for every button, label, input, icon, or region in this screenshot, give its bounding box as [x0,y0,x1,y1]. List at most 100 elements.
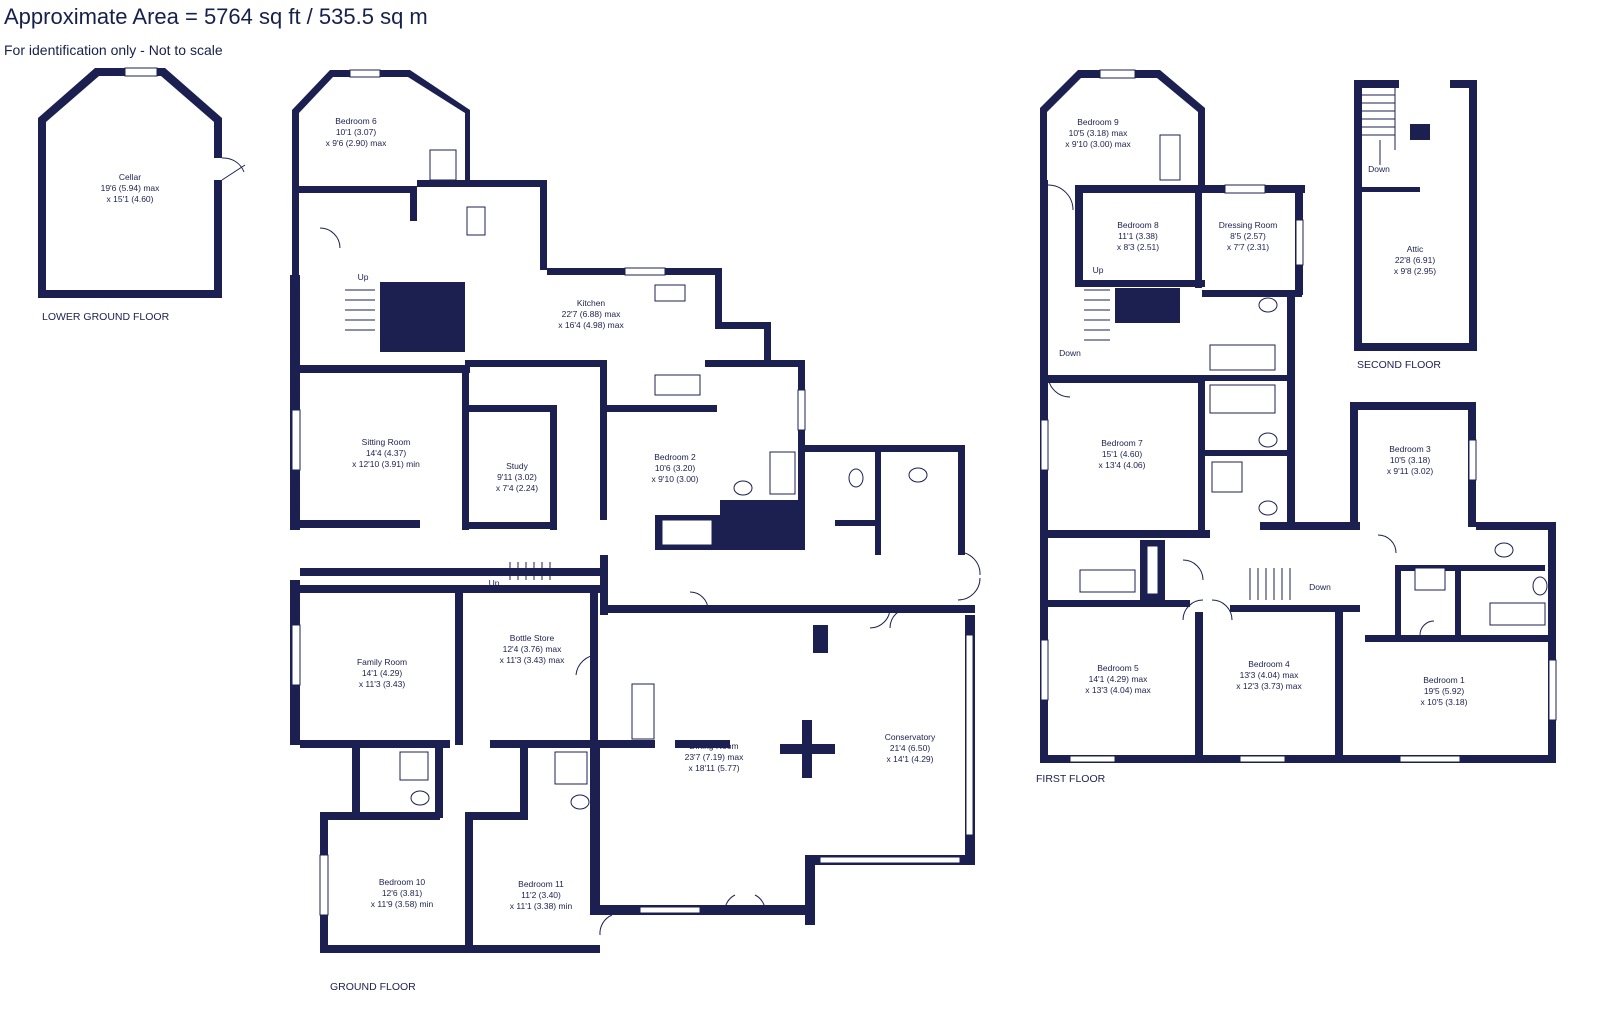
bedroom4-south-window [1239,755,1286,763]
study-bottom-wall [465,522,557,529]
dressing-name: Dressing Room [1219,220,1278,230]
bedroom5-south-window [1069,755,1116,763]
bedroom8-dim1: 11'1 (3.38) [1118,231,1158,241]
bedroom1-name: Bedroom 1 [1423,675,1465,685]
pillar-horizontal [780,744,835,754]
ensuite2-shower [769,451,796,495]
study-east-wall [550,405,557,530]
attic-stairs-down-label: Down [1368,164,1390,174]
bedroom3-window [1468,439,1477,481]
dining-east-step [805,855,815,925]
ensuite2-wc [733,480,753,496]
bedroom5-window [1040,639,1049,701]
bedroom6-dim1: 10'1 (3.07) [336,127,377,137]
bath1-partition-2 [1455,565,1461,635]
ground-stairs-lines [345,289,551,580]
bedroom4-dim2: x 12'3 (3.73) max [1236,681,1302,691]
bedroom11-top-wall [473,812,528,820]
wc2-toilet [908,467,928,483]
dressing-bottom-wall [1202,290,1302,297]
kitchen-dim2: x 16'4 (4.98) max [558,320,624,330]
wardrobe-interior [661,519,713,546]
bedroom3-west-wall [1350,402,1358,530]
sitting-room-top-wall [290,365,470,373]
bedroom11-dim1: 11'2 (3.40) [521,890,561,900]
bath-tub-2 [1209,384,1276,414]
attic-chimney [1410,124,1430,140]
cellar-dim1: 19'6 (5.94) max [101,183,161,193]
bedroom10-window [319,854,329,916]
bedroom7-top-wall [1040,375,1205,383]
bedroom1-top-wall [1365,635,1555,642]
bedroom7-name: Bedroom 7 [1101,438,1143,448]
landing-top-wall [1260,522,1360,530]
bedroom7-dim2: x 13'4 (4.06) [1099,460,1146,470]
family-dim2: x 11'3 (3.43) [359,679,406,689]
bath-wc-1 [1258,297,1278,313]
attic-east-wall [1469,80,1477,350]
attic-top-wall-right [1450,80,1477,88]
identification-note: For identification only - Not to scale [4,42,223,58]
bath3-shower [1414,567,1446,591]
bedroom8-west-wall [1075,185,1083,285]
bedroom5-top-wall [1040,600,1190,607]
kitchen-west-wall [540,180,547,270]
sitting-name: Sitting Room [362,437,411,447]
bath1-top-wall [1476,522,1556,530]
bedrooms-south-wall [320,945,600,953]
bath5-tub [1079,569,1136,593]
bedroom6-shower [429,149,457,181]
bedroom7-bottom-wall [1040,530,1210,538]
family-room-bottom-wall [300,740,450,748]
bottle-dim1: 12'4 (3.76) max [503,644,563,654]
bedroom6-name: Bedroom 6 [335,116,377,126]
bath1-wc [1532,576,1548,596]
bedroom9-name: Bedroom 9 [1077,117,1119,127]
bath-divider-2 [1205,450,1290,456]
first-stairs-up-label: Up [1093,265,1104,275]
corridor-bottom-wall [300,568,600,576]
first-stairs-lines [1084,289,1291,600]
dining-dim1: 23'7 (7.19) max [685,752,745,762]
cellar-window [124,67,158,77]
ensuite11-shower [554,751,588,785]
bedroom9-window [1099,69,1136,79]
bedroom1-window [1548,659,1557,721]
attic-stairs-lines [1362,88,1396,165]
bedroom1-dim2: x 10'5 (3.18) [1421,697,1468,707]
bedroom6-partition [410,186,417,221]
bedroom7-east-wall [1198,375,1205,530]
kitchen-dim1: 22'7 (6.88) max [562,309,622,319]
dining-sideboard [631,683,655,740]
study-dim1: 9'11 (3.02) [497,472,537,482]
bath1-partition [1395,565,1401,640]
bedroom11-name: Bedroom 11 [518,879,564,889]
dressing-side-window [1295,219,1304,266]
dressing-dim1: 8'5 (2.57) [1230,231,1266,241]
kitchen-name: Kitchen [577,298,606,308]
conservatory-name: Conservatory [885,732,936,742]
landing-stairs-down-label: Down [1309,582,1331,592]
family-dim1: 14'1 (4.29) [362,668,403,678]
bedroom10-11-wall [465,812,473,952]
bedroom8-dim2: x 8'3 (2.51) [1117,242,1159,252]
bedroom3-dim1: 10'5 (3.18) [1390,455,1431,465]
hall-top-wall [417,180,547,187]
bedroom2-west-wall [600,360,607,520]
bedroom5-dim2: x 13'3 (4.04) max [1085,685,1151,695]
first-stairs-down-label: Down [1059,348,1081,358]
wc-partition [875,445,881,555]
bedroom4-1-wall [1335,605,1343,760]
attic-bottom-wall [1354,343,1477,351]
bedroom5-4-wall [1195,612,1203,762]
bedroom1-dim1: 19'5 (5.92) [1424,686,1465,696]
bedroom11-dim2: x 11'1 (3.38) min [510,901,573,911]
bedroom9-dim1: 10'5 (3.18) max [1069,128,1129,138]
corridor-step-wall [600,555,608,615]
kitchen-window [624,267,666,276]
bath-divider-1 [1205,375,1290,381]
first-west-wall [1040,180,1048,530]
plan-header: Approximate Area = 5764 sq ft / 535.5 sq… [4,4,428,58]
ensuite11-wc [570,794,590,810]
